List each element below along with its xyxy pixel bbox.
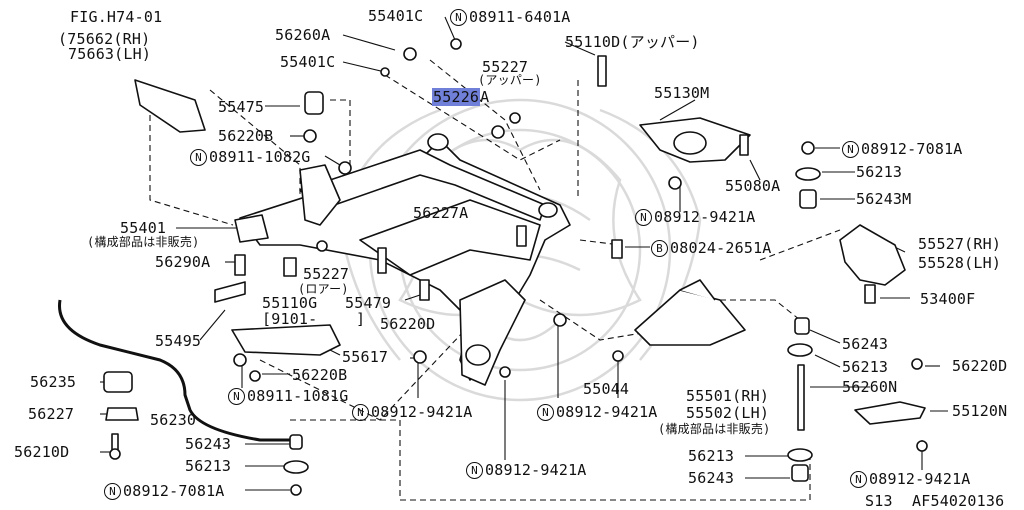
- part-56220b-top[interactable]: 56220B: [218, 127, 274, 145]
- part-56213-right[interactable]: 56213: [856, 163, 903, 181]
- part-56213-right2[interactable]: 56213: [842, 358, 889, 376]
- fig-ref-lh: 75663(LH): [68, 45, 152, 63]
- leader-dash: [259, 329, 466, 421]
- part-55527[interactable]: 55527(RH): [918, 235, 1002, 253]
- part-56220d-center[interactable]: 56220D: [380, 315, 436, 333]
- part-55227-upper[interactable]: 55227: [482, 58, 529, 76]
- figure-code: AF54020136: [912, 492, 1005, 510]
- part-56230[interactable]: 56230: [150, 411, 197, 429]
- part-55227-upper-sub: (アッパー): [478, 73, 542, 87]
- part-56260a[interactable]: 56260A: [275, 26, 331, 44]
- part-55401c-mid[interactable]: 55401C: [280, 53, 336, 71]
- bracket-55475: [134, 79, 206, 133]
- part-55120n[interactable]: 55120N: [952, 402, 1008, 420]
- n-marker: N: [635, 209, 652, 226]
- upper-arm-55130m: [639, 117, 751, 163]
- part-55401-note: (構成部品は非販売): [87, 235, 200, 249]
- part-55044[interactable]: 55044: [583, 380, 630, 398]
- rear-subframe: [234, 133, 571, 386]
- highlighted-part: 55226: [432, 88, 481, 106]
- n-marker: N: [352, 404, 369, 421]
- part-55479[interactable]: 55479: [345, 294, 392, 312]
- stabilizer-bar: [58, 299, 295, 442]
- part-55110d[interactable]: 55110D(アッパー): [565, 33, 700, 51]
- part-56243-left[interactable]: 56243: [185, 435, 232, 453]
- n-marker: N: [450, 9, 467, 26]
- b-marker: B: [651, 240, 668, 257]
- part-55528[interactable]: 55528(LH): [918, 254, 1002, 272]
- leader-dash: [330, 99, 351, 165]
- part-55401[interactable]: 55401: [120, 219, 167, 237]
- n-marker: N: [842, 141, 859, 158]
- part-56243m[interactable]: 56243M: [856, 190, 912, 208]
- part-53400f[interactable]: 53400F: [920, 290, 976, 308]
- part-56210d[interactable]: 56210D: [14, 443, 70, 461]
- part-55130m[interactable]: 55130M: [654, 84, 710, 102]
- part-56290a[interactable]: 56290A: [155, 253, 211, 271]
- n-marker: N: [228, 388, 245, 405]
- part-55110g-close: ]: [356, 310, 366, 328]
- link-55120n: [854, 401, 926, 425]
- part-55110g-sub: [9101-: [262, 310, 318, 328]
- part-55475[interactable]: 55475: [218, 98, 265, 116]
- leader-dash: [720, 299, 801, 321]
- part-55502[interactable]: 55502(LH): [686, 404, 770, 422]
- part-56220d-right[interactable]: 56220D: [952, 357, 1008, 375]
- small-parts: [103, 38, 928, 496]
- n-marker: N: [104, 483, 121, 500]
- leader-dash: [429, 59, 541, 191]
- part-55080a[interactable]: 55080A: [725, 177, 781, 195]
- part-55501[interactable]: 55501(RH): [686, 387, 770, 405]
- lower-arm-55501: [634, 279, 746, 346]
- part-56227a[interactable]: 56227A: [413, 204, 469, 222]
- fig-ref[interactable]: FIG.H74-01: [70, 8, 163, 26]
- part-55226a[interactable]: 55226A: [432, 88, 490, 106]
- part-55501-note: (構成部品は非販売): [658, 422, 771, 436]
- bracket-55617: [231, 324, 341, 356]
- leader-dash: [759, 229, 841, 261]
- part-55495[interactable]: 55495: [155, 332, 202, 350]
- part-56220b-bottom[interactable]: 56220B: [292, 366, 348, 384]
- n-marker: N: [850, 471, 867, 488]
- part-55617[interactable]: 55617: [342, 348, 389, 366]
- part-56227-left[interactable]: 56227: [28, 405, 75, 423]
- model-code: S13: [865, 492, 893, 510]
- part-55401c-top[interactable]: 55401C: [368, 7, 424, 25]
- part-55110g[interactable]: 55110G: [262, 294, 318, 312]
- n-marker: N: [190, 149, 207, 166]
- part-56243-bottom[interactable]: 56243: [688, 469, 735, 487]
- leader-dash: [384, 74, 561, 161]
- leader-dash: [149, 95, 234, 226]
- part-55227-lower[interactable]: 55227: [303, 265, 350, 283]
- n-marker: N: [537, 404, 554, 421]
- part-56235[interactable]: 56235: [30, 373, 77, 391]
- part-56260n[interactable]: 56260N: [842, 378, 898, 396]
- part-56243-right[interactable]: 56243: [842, 335, 889, 353]
- part-56213-bottom[interactable]: 56213: [688, 447, 735, 465]
- fig-ref-rh: (75662(RH): [58, 30, 151, 48]
- knuckle-bracket: [839, 224, 906, 286]
- part-56213-left[interactable]: 56213: [185, 457, 232, 475]
- part-55227-lower-sub: (ロアー): [298, 282, 349, 296]
- n-marker: N: [466, 462, 483, 479]
